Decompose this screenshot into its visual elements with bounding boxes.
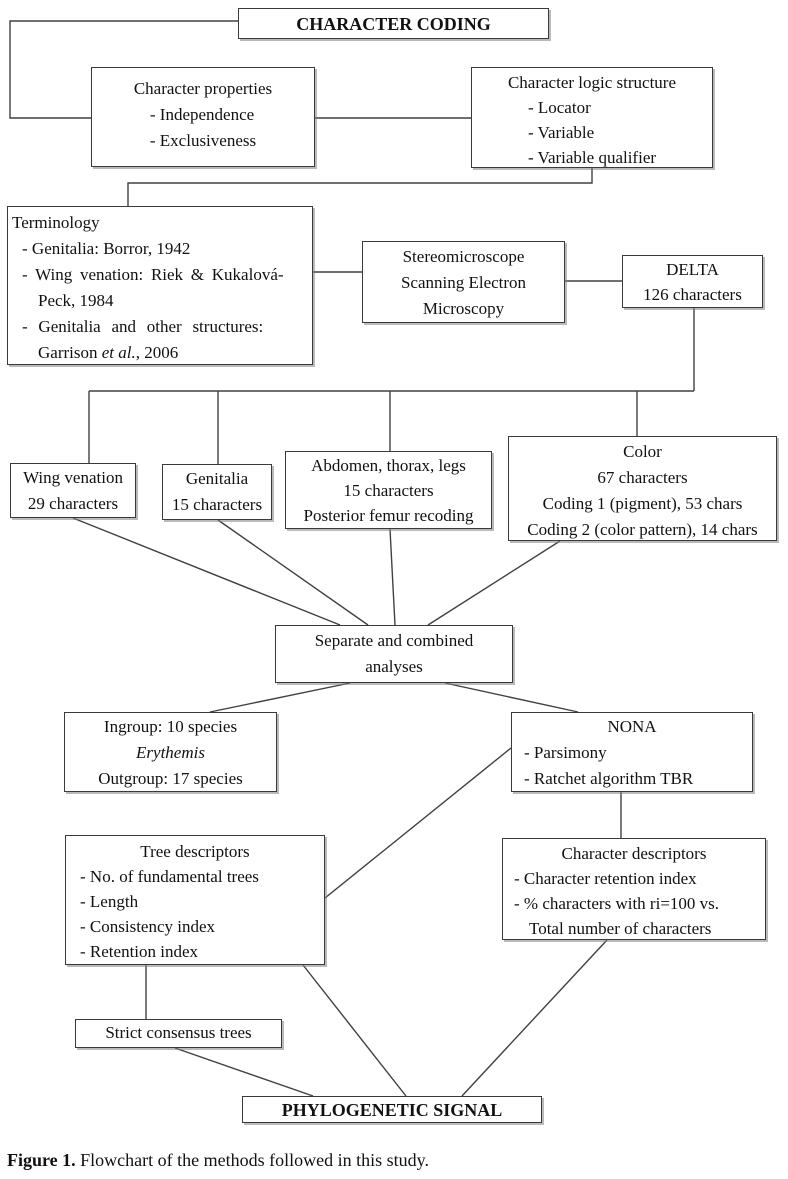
text-line: Stereomicroscope	[402, 247, 525, 266]
text-line: Wing venation	[23, 468, 123, 487]
list-item: - Genitalia and other structures:	[22, 317, 264, 336]
list-item: - Ratchet algorithm TBR	[524, 769, 694, 788]
text-line: Abdomen, thorax, legs	[311, 456, 466, 475]
list-item: - % characters with ri=100 vs.	[514, 894, 720, 913]
edge-color-to-separate	[427, 540, 561, 626]
text-line: Scanning Electron	[400, 273, 527, 292]
list-item: Peck, 1984	[38, 291, 114, 310]
node-stereomicroscope: Stereomicroscope Scanning Electron Micro…	[362, 241, 565, 323]
text-line: 67 characters	[597, 468, 688, 487]
edge-genitalia-to-separate	[217, 519, 369, 626]
text-line: Coding 2 (color pattern), 14 chars	[527, 520, 758, 539]
node-character-coding-title: CHARACTER CODING	[296, 13, 491, 34]
list-item: - Exclusiveness	[149, 131, 257, 150]
node-strict-consensus-trees: Strict consensus trees	[75, 1019, 282, 1048]
text-line: 126 characters	[643, 285, 742, 304]
edge-coding-to-properties	[9, 20, 238, 119]
text-line: Separate and combined	[314, 631, 474, 650]
node-character-properties-title: Character properties	[133, 79, 273, 98]
edge-treedesc-to-signal	[302, 964, 407, 1097]
list-item: - Wing venation: Riek & Kukalová-	[22, 265, 284, 284]
node-character-logic: Character logic structure - Locator - Va…	[471, 67, 713, 168]
edge-abdomen-to-separate	[389, 528, 396, 626]
text-line: analyses	[365, 657, 423, 676]
text-line: Genitalia	[185, 469, 249, 488]
node-tree-descriptors-title: Tree descriptors	[140, 842, 250, 861]
node-phylogenetic-signal: PHYLOGENETIC SIGNAL	[242, 1096, 542, 1123]
list-item: - Genitalia: Borror, 1942	[22, 239, 191, 258]
node-character-descriptors: Character descriptors - Character retent…	[502, 838, 766, 940]
figure-caption: Figure 1. Flowchart of the methods follo…	[7, 1148, 767, 1172]
list-item: - Character retention index	[514, 869, 697, 888]
figure-caption-text: Flowchart of the methods followed in thi…	[75, 1150, 429, 1170]
node-terminology-title: Terminology	[12, 213, 100, 232]
italic-citation: et al.	[101, 343, 136, 362]
list-item: - Length	[80, 892, 139, 911]
text-line: Outgroup: 17 species	[98, 769, 243, 788]
node-delta: DELTA 126 characters	[622, 255, 763, 308]
text-line: Microscopy	[422, 299, 505, 318]
edge-separate-to-nona	[444, 682, 579, 713]
node-abdomen-thorax-legs: Abdomen, thorax, legs 15 characters Post…	[285, 451, 492, 529]
node-character-coding: CHARACTER CODING	[238, 8, 549, 39]
node-character-descriptors-title: Character descriptors	[561, 844, 707, 863]
node-separate-combined-analyses: Separate and combined analyses	[275, 625, 513, 683]
text-line: DELTA	[666, 260, 719, 279]
edge-logic-to-terminology	[127, 168, 593, 206]
text-line: 15 characters	[343, 481, 434, 500]
node-color: Color 67 characters Coding 1 (pigment), …	[508, 436, 777, 541]
edge-wing-to-separate	[72, 517, 341, 626]
node-nona: NONA - Parsimony - Ratchet algorithm TBR	[511, 712, 753, 792]
node-ingroup-outgroup: Ingroup: 10 species Erythemis Outgroup: …	[64, 712, 277, 792]
list-item: - Independence	[149, 105, 255, 124]
edge-separate-to-ingroup	[209, 682, 351, 713]
edge-chardesc-to-signal	[461, 939, 608, 1097]
list-item: - Variable qualifier	[527, 148, 657, 167]
edge-nona-to-treedesc	[324, 747, 512, 899]
node-character-properties: Character properties - Independence - Ex…	[91, 67, 315, 167]
text-line: Coding 1 (pigment), 53 chars	[542, 494, 743, 513]
text-line: 29 characters	[27, 494, 119, 513]
node-wing-venation: Wing venation 29 characters	[10, 463, 136, 518]
list-item: - Consistency index	[80, 917, 216, 936]
node-phylogenetic-signal-title: PHYLOGENETIC SIGNAL	[281, 1099, 503, 1120]
list-item: - Locator	[527, 98, 591, 117]
text-line-italic: Erythemis	[136, 743, 205, 762]
text-line: Color	[623, 442, 662, 461]
node-character-logic-title: Character logic structure	[507, 73, 677, 92]
text-line: Ingroup: 10 species	[103, 717, 238, 736]
list-item: Garrison et al., 2006	[38, 343, 179, 362]
figure-caption-label: Figure 1.	[7, 1150, 76, 1170]
text-line: Posterior femur recoding	[303, 506, 474, 525]
list-item: - No. of fundamental trees	[80, 867, 259, 886]
list-item: - Retention index	[80, 942, 199, 961]
node-genitalia: Genitalia 15 characters	[162, 464, 272, 520]
node-terminology: Terminology - Genitalia: Borror, 1942 - …	[7, 206, 313, 365]
list-item: - Parsimony	[524, 743, 607, 762]
edge-strict-to-signal	[174, 1047, 314, 1097]
node-nona-title: NONA	[607, 717, 657, 736]
node-strict-consensus-title: Strict consensus trees	[105, 1023, 252, 1042]
list-item-continuation: Total number of characters	[529, 919, 712, 938]
list-item: - Variable	[527, 123, 595, 142]
node-tree-descriptors: Tree descriptors - No. of fundamental tr…	[65, 835, 325, 965]
text-line: 15 characters	[171, 495, 263, 514]
